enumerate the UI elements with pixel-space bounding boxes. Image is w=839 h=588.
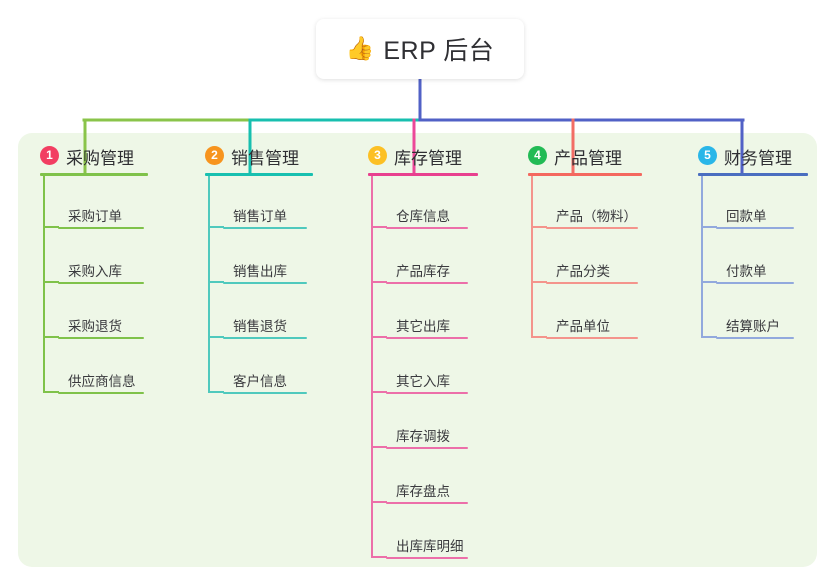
column-header-3[interactable]: 3 库存管理 — [368, 143, 462, 169]
leaf-item[interactable]: 销售退货 — [223, 315, 307, 339]
leaf-label: 仓库信息 — [396, 209, 450, 224]
leaf-label: 采购订单 — [68, 209, 122, 224]
leaf-item[interactable]: 产品单位 — [546, 315, 638, 339]
column-1: 1 采购管理采购订单采购入库采购退货供应商信息 — [40, 143, 148, 394]
column-underline-3 — [368, 173, 478, 176]
diagram-panel — [18, 133, 817, 567]
leaf-underline — [386, 502, 468, 504]
column-badge-1: 1 — [40, 146, 59, 165]
leaf-label: 其它入库 — [396, 374, 450, 389]
column-header-5[interactable]: 5 财务管理 — [698, 143, 792, 169]
column-badge-5: 5 — [698, 146, 717, 165]
leaf-item[interactable]: 客户信息 — [223, 370, 307, 394]
column-header-2[interactable]: 2 销售管理 — [205, 143, 299, 169]
leaf-underline — [716, 337, 794, 339]
leaf-item[interactable]: 供应商信息 — [58, 370, 144, 394]
leaf-item[interactable]: 采购退货 — [58, 315, 144, 339]
leaf-underline — [386, 337, 468, 339]
leaf-label: 产品库存 — [396, 264, 450, 279]
column-underline-4 — [528, 173, 642, 176]
leaf-underline — [716, 227, 794, 229]
column-badge-4: 4 — [528, 146, 547, 165]
leaf-underline — [546, 337, 638, 339]
column-underline-5 — [698, 173, 808, 176]
leaf-label: 结算账户 — [726, 319, 780, 334]
column-3: 3 库存管理仓库信息产品库存其它出库其它入库库存调拨库存盘点出库库明细 — [368, 143, 478, 559]
leaf-underline — [716, 282, 794, 284]
leaf-item[interactable]: 产品分类 — [546, 260, 638, 284]
leaf-label: 销售退货 — [233, 319, 287, 334]
leaf-underline — [223, 282, 307, 284]
leaf-underline — [386, 227, 468, 229]
leaf-item[interactable]: 其它出库 — [386, 315, 468, 339]
column-title-1: 采购管理 — [66, 148, 134, 168]
leaf-item[interactable]: 仓库信息 — [386, 205, 468, 229]
leaf-label: 出库库明细 — [396, 539, 464, 554]
leaf-underline — [386, 392, 468, 394]
thumbs-up-icon: 👍 — [345, 35, 375, 62]
leaf-underline — [58, 392, 144, 394]
leaf-item[interactable]: 结算账户 — [716, 315, 794, 339]
leaf-underline — [546, 282, 638, 284]
leaf-item[interactable]: 库存盘点 — [386, 480, 468, 504]
leaf-label: 采购退货 — [68, 319, 122, 334]
leaf-label: 销售出库 — [233, 264, 287, 279]
leaf-label: 产品（物料） — [556, 209, 637, 224]
leaf-label: 客户信息 — [233, 374, 287, 389]
leaf-label: 产品分类 — [556, 264, 610, 279]
leaf-label: 其它出库 — [396, 319, 450, 334]
leaf-item[interactable]: 回款单 — [716, 205, 794, 229]
column-title-2: 销售管理 — [231, 148, 299, 168]
column-5: 5 财务管理回款单付款单结算账户 — [698, 143, 808, 339]
leaf-underline — [58, 282, 144, 284]
leaf-item[interactable]: 付款单 — [716, 260, 794, 284]
leaf-item[interactable]: 销售订单 — [223, 205, 307, 229]
leaf-underline — [386, 282, 468, 284]
leaf-label: 采购入库 — [68, 264, 122, 279]
leaf-underline — [386, 447, 468, 449]
leaf-underline — [223, 392, 307, 394]
leaf-item[interactable]: 库存调拨 — [386, 425, 468, 449]
leaf-underline — [58, 337, 144, 339]
column-title-4: 产品管理 — [554, 148, 622, 168]
leaf-label: 回款单 — [726, 209, 767, 224]
leaf-underline — [546, 227, 638, 229]
leaf-label: 产品单位 — [556, 319, 610, 334]
leaf-label: 供应商信息 — [68, 374, 136, 389]
leaf-label: 库存盘点 — [396, 484, 450, 499]
column-header-1[interactable]: 1 采购管理 — [40, 143, 134, 169]
column-badge-3: 3 — [368, 146, 387, 165]
leaf-underline — [386, 557, 468, 559]
root-title: ERP 后台 — [383, 37, 495, 65]
root-node[interactable]: 👍 ERP 后台 — [316, 19, 524, 79]
leaf-item[interactable]: 采购入库 — [58, 260, 144, 284]
column-title-5: 财务管理 — [724, 148, 792, 168]
column-underline-2 — [205, 173, 313, 176]
leaf-item[interactable]: 销售出库 — [223, 260, 307, 284]
column-4: 4 产品管理产品（物料） 产品分类产品单位 — [528, 143, 642, 339]
column-badge-2: 2 — [205, 146, 224, 165]
column-underline-1 — [40, 173, 148, 176]
column-title-3: 库存管理 — [394, 148, 462, 168]
leaf-underline — [58, 227, 144, 229]
leaf-underline — [223, 337, 307, 339]
leaf-item[interactable]: 产品（物料） — [546, 205, 638, 229]
leaf-item[interactable]: 产品库存 — [386, 260, 468, 284]
column-2: 2 销售管理销售订单销售出库销售退货客户信息 — [205, 143, 313, 394]
column-header-4[interactable]: 4 产品管理 — [528, 143, 622, 169]
leaf-item[interactable]: 出库库明细 — [386, 535, 468, 559]
leaf-label: 销售订单 — [233, 209, 287, 224]
leaf-item[interactable]: 采购订单 — [58, 205, 144, 229]
leaf-underline — [223, 227, 307, 229]
leaf-item[interactable]: 其它入库 — [386, 370, 468, 394]
leaf-label: 库存调拨 — [396, 429, 450, 444]
leaf-label: 付款单 — [726, 264, 767, 279]
